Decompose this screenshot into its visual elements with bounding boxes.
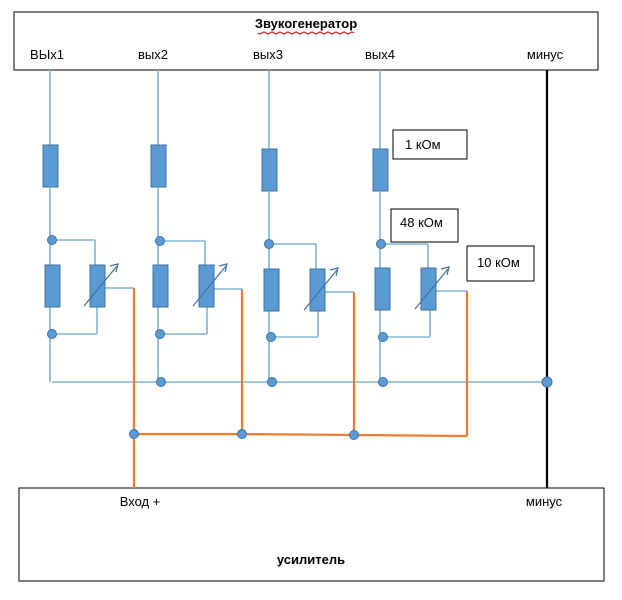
- node: [155, 236, 165, 246]
- amplifier-input: Вход +: [120, 494, 161, 509]
- channel-1: [42, 70, 134, 382]
- potentiometer-2: [198, 264, 215, 308]
- callout-potentiometer-text: 10 кОм: [477, 255, 520, 270]
- generator-output-1: ВЫх1: [30, 47, 64, 62]
- amplifier-title: усилитель: [277, 552, 345, 567]
- channel-4: [372, 70, 467, 382]
- node: [264, 239, 274, 249]
- node: [378, 377, 388, 387]
- amplifier-box: [18, 487, 605, 582]
- shunt-resistor-2: [152, 264, 169, 308]
- node: [237, 429, 247, 439]
- node: [376, 239, 386, 249]
- series-resistor-4: [372, 148, 389, 192]
- series-resistor-3: [261, 148, 278, 192]
- potentiometer-3: [309, 268, 326, 312]
- potentiometer-4: [420, 267, 437, 311]
- callout-potentiometer: [466, 245, 535, 282]
- generator-title: Звукогенератор: [255, 16, 357, 31]
- node: [47, 235, 57, 245]
- channel-2: [150, 70, 242, 382]
- mix-bus-line: [134, 432, 468, 438]
- node: [155, 329, 165, 339]
- spellcheck-squiggle: [257, 31, 355, 35]
- node: [156, 377, 166, 387]
- generator-output-3: вых3: [253, 47, 283, 62]
- node: [541, 376, 553, 388]
- node: [378, 332, 388, 342]
- generator-output-2: вых2: [138, 47, 168, 62]
- node: [47, 329, 57, 339]
- callout-series-resistor-text: 1 кОм: [405, 137, 441, 152]
- shunt-resistor-3: [263, 268, 280, 312]
- node: [266, 332, 276, 342]
- node: [267, 377, 277, 387]
- generator-box: [13, 11, 599, 71]
- callout-series-resistor: [392, 129, 468, 160]
- callout-shunt-resistor-text: 48 кОм: [400, 215, 443, 230]
- series-resistor-2: [150, 144, 167, 188]
- amplifier-minus: минус: [526, 494, 563, 509]
- node: [349, 430, 359, 440]
- shunt-resistor-4: [374, 267, 391, 311]
- shunt-resistor-1: [44, 264, 61, 308]
- series-resistor-1: [42, 144, 59, 188]
- node: [129, 429, 139, 439]
- generator-output-4: вых4: [365, 47, 395, 62]
- callout-shunt-resistor: [390, 208, 459, 243]
- generator-minus: минус: [527, 47, 564, 62]
- channel-3: [261, 70, 354, 382]
- potentiometer-1: [89, 264, 106, 308]
